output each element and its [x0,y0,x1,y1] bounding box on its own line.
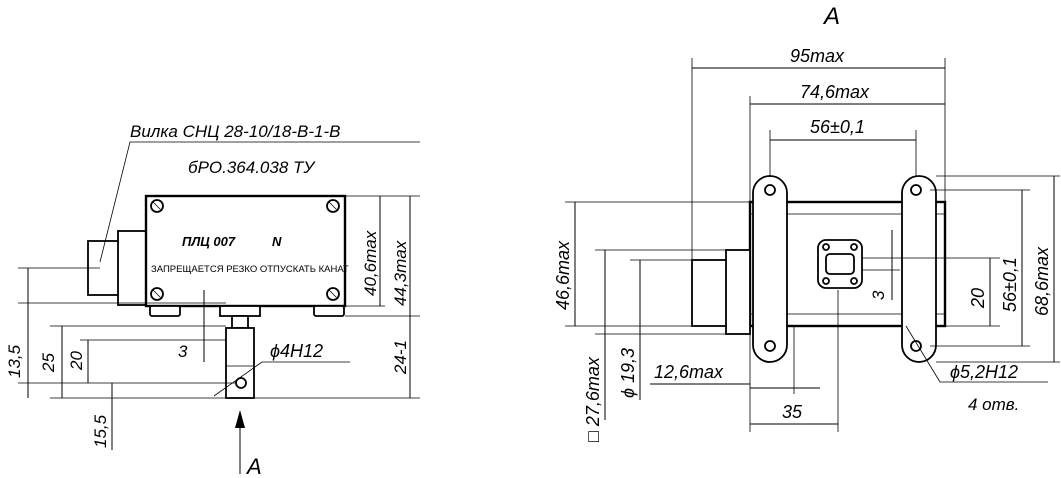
dim-width-12: 12,6max [654,362,724,382]
dim-width-74: 74,6max [800,82,870,102]
sensor-body [144,194,347,308]
model-suffix: N [272,234,282,249]
view-title: А [822,3,840,30]
dim-13-5: 13,5 [5,344,24,378]
mount-hole-icon [910,340,922,352]
corner-screw-icon [150,199,164,213]
left-view: ПЛЦ 007 N ЗАПРЕЩАЕТСЯ РЕЗКО ОТПУСКАТЬ КА… [5,122,420,478]
dim-height-56: 56±0,1 [1000,257,1020,312]
shaft-collar [219,305,261,317]
corner-screw-icon [326,199,340,213]
view-arrow-icon [235,410,245,428]
rotary-shaft [825,253,855,275]
mounting-bracket-left [752,175,788,363]
dim-diameter-19: ϕ 19,3 [618,348,638,398]
corner-screw-icon [326,287,340,301]
connector-label: Вилка СНЦ 28-10/18-В-1-В [130,122,340,141]
hole-leader [213,361,350,397]
dim-height-20: 20 [968,288,988,309]
mount-hole-icon [764,340,776,352]
right-view: А 95max 74,6max 56±0,1 [553,3,1060,442]
corner-screw-icon [150,287,164,301]
spec-label: бРО.364.038 ТУ [188,158,316,177]
dim-height-40: 40,6max [361,230,380,296]
dim-width-95: 95max [790,46,845,66]
connector-stub [691,259,731,327]
view-marker: А [245,454,262,478]
mount-hole-icon [910,184,922,196]
shaft [231,315,249,329]
warning-label: ЗАПРЕЩАЕТСЯ РЕЗКО ОТПУСКАТЬ КАНАТ [151,264,349,275]
connector-flange-front [725,249,751,335]
mount-hole-leader [905,325,1048,383]
dim-width-35: 35 [782,402,803,422]
mounting-bracket-right [901,175,937,363]
dim-width-56: 56±0,1 [810,117,865,137]
mounting-foot [313,305,345,317]
dim-height-68: 68,6max [1032,246,1052,316]
connector-leader [99,141,420,263]
dim-3-front: 3 [869,290,888,300]
dim-height-46: 46,6max [553,240,573,310]
dim-3: 3 [178,342,188,361]
cable-fork [225,327,255,399]
mounting-foot [149,305,181,317]
mount-hole-icon [764,184,776,196]
model-label: ПЛЦ 007 [182,234,236,249]
dim-square-27: □ 27,6max [583,356,603,442]
dim-height-44: 44,3max [391,240,410,306]
hole-callout: ϕ4Н12 [270,341,323,361]
dim-25: 25 [39,353,58,373]
dim-20: 20 [67,351,86,371]
dim-24: 24-1 [391,340,410,375]
mount-hole-count: 4 отв. [968,395,1019,414]
dim-15-5: 15,5 [91,414,110,448]
connector-flange [117,230,147,306]
mount-hole-callout: ϕ5,2Н12 [950,362,1018,382]
